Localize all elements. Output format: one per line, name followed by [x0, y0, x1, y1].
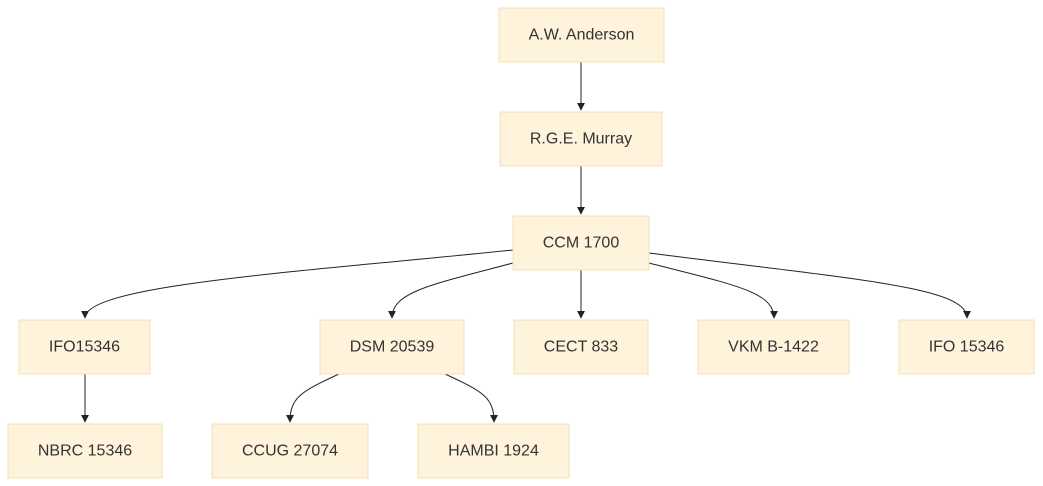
node-label: R.G.E. Murray — [530, 131, 632, 148]
node-label: DSM 20539 — [350, 339, 435, 356]
node-hambi1924: HAMBI 1924 — [417, 423, 570, 479]
edge-ccm1700-ifo15346a — [81, 249, 514, 319]
node-label: CECT 833 — [544, 339, 619, 356]
node-ifo15346b: IFO 15346 — [898, 319, 1035, 375]
node-ccm1700: CCM 1700 — [512, 215, 650, 271]
node-label: HAMBI 1924 — [448, 443, 539, 460]
node-anderson: A.W. Anderson — [498, 7, 665, 63]
edge-dsm20539-ccug27074 — [286, 373, 340, 423]
edges — [81, 62, 971, 423]
node-label: IFO15346 — [49, 339, 120, 356]
node-nbrc15346: NBRC 15346 — [7, 423, 163, 479]
node-cect833: CECT 833 — [513, 319, 649, 375]
node-murray: R.G.E. Murray — [499, 111, 663, 167]
node-label: A.W. Anderson — [529, 27, 635, 44]
edge-dsm20539-hambi1924 — [444, 373, 498, 423]
node-vkmb1422: VKM B-1422 — [697, 319, 850, 375]
edge-ccm1700-dsm20539 — [388, 262, 514, 319]
node-ifo15346a: IFO15346 — [18, 319, 151, 375]
edge-ccm1700-vkmb1422 — [648, 262, 778, 319]
node-dsm20539: DSM 20539 — [319, 319, 465, 375]
node-label: VKM B-1422 — [728, 339, 819, 356]
node-label: CCUG 27074 — [242, 443, 338, 460]
edge-ccm1700-ifo15346b — [648, 252, 971, 319]
node-ccug27074: CCUG 27074 — [211, 423, 369, 479]
node-label: CCM 1700 — [543, 235, 620, 252]
node-label: NBRC 15346 — [38, 443, 132, 460]
node-label: IFO 15346 — [929, 339, 1005, 356]
